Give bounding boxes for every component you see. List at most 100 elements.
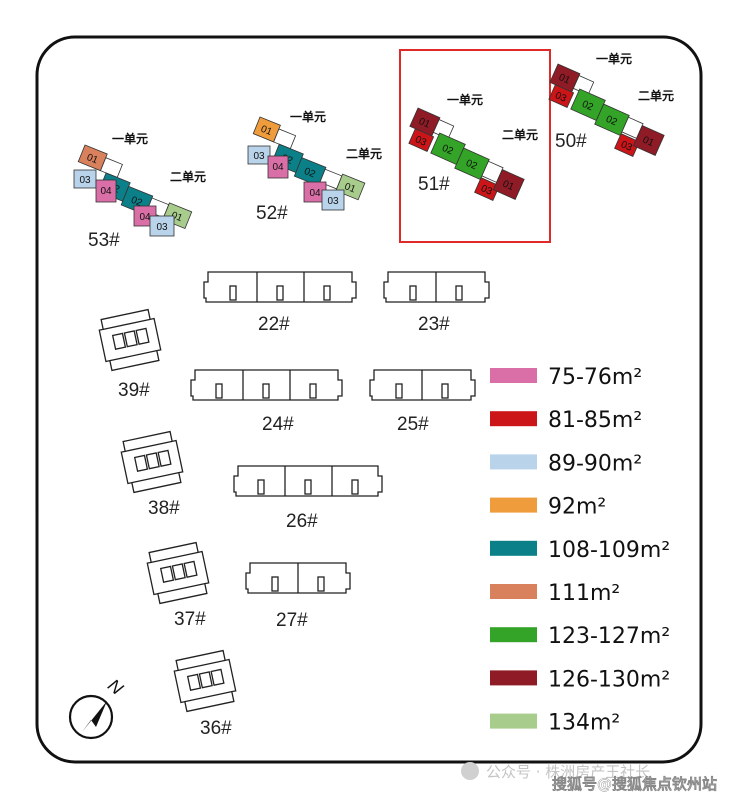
legend-label: 81-85m² [548, 408, 642, 433]
unit-label-50-1: 一单元 [596, 51, 632, 66]
unit-50-1-03 [548, 84, 575, 108]
unit-52-1-03 [247, 145, 271, 165]
unit-label-53-1: 一单元 [112, 131, 148, 146]
unit-label-51-1: 一单元 [447, 92, 483, 107]
legend-swatch [490, 670, 537, 686]
legend-swatch [490, 411, 537, 427]
cell-label: 03 [79, 175, 91, 186]
unit-51-1-03 [408, 128, 435, 152]
cell-label: 03 [156, 222, 168, 233]
unit-50-2-03 [614, 133, 640, 157]
building-label-39: 39# [118, 380, 150, 401]
legend-label: 75-76m² [548, 365, 642, 390]
legend-swatch [490, 540, 537, 556]
unit-53-1-04 [95, 179, 117, 203]
watermark: 公众号 · 株洲房产王社长 搜狐号@搜狐焦点钦州站 [461, 762, 717, 793]
cell-label: 03 [619, 139, 634, 154]
unit-51-2-01 [492, 169, 525, 200]
legend-label: 126-130m² [548, 667, 670, 692]
building-label-27: 27# [276, 610, 308, 631]
unit-label-53-2: 二单元 [170, 169, 206, 184]
unit-53-2-03 [149, 215, 175, 237]
unit-53-1-03 [73, 169, 97, 189]
legend-swatch [490, 584, 537, 599]
unit-52-1-04 [267, 155, 289, 179]
cell-label: 02 [440, 143, 455, 158]
cell-label: 01 [641, 135, 656, 150]
watermark-line1: 公众号 · 株洲房产王社长 [486, 763, 650, 781]
building-label-23: 23# [418, 314, 450, 335]
cell-label: 01 [259, 124, 274, 139]
building-52: 01 02 02 01 03 04 04 03 一单元 二单元 52# [247, 109, 382, 224]
building-label-36: 36# [200, 718, 232, 739]
legend-swatch [490, 713, 537, 729]
legend-swatch [490, 368, 537, 383]
legend-swatch [490, 497, 537, 513]
cell-label: 02 [580, 99, 595, 114]
building-label-37: 37# [174, 609, 206, 630]
area-legend: 75-76m² 81-85m² 89-90m² 92m² 108-109m² 111m² 1… [490, 365, 670, 736]
cell-label: 01 [85, 152, 100, 167]
building-25 [369, 369, 476, 401]
building-label-53: 53# [88, 230, 120, 251]
cell-label: 02 [464, 158, 479, 173]
building-38 [120, 430, 184, 494]
cell-label: 04 [272, 162, 284, 173]
building-36 [173, 649, 237, 713]
unit-label-52-2: 二单元 [346, 146, 382, 161]
cell-label: 03 [413, 134, 428, 149]
building-label-38: 38# [148, 498, 180, 519]
building-51: 01 03 02 02 03 01 一单元 二单元 51# [408, 92, 538, 201]
legend-label: 123-127m² [548, 624, 670, 649]
building-26 [233, 465, 383, 497]
legend-label: 92m² [548, 495, 606, 520]
building-label-26: 26# [286, 511, 318, 532]
building-27 [245, 562, 351, 594]
cell-label: 03 [479, 183, 494, 198]
cell-label: 01 [417, 116, 432, 131]
unit-label-52-1: 一单元 [290, 109, 326, 124]
building-label-22: 22# [258, 314, 290, 335]
building-label-51: 51# [418, 174, 450, 195]
cell-label: 02 [302, 166, 317, 181]
cell-label: 04 [100, 186, 112, 197]
building-label-24: 24# [262, 414, 294, 435]
building-53: 01 02 02 01 03 04 04 03 一单元 二单元 53# [73, 131, 206, 251]
watermark-line2: 搜狐号@搜狐焦点钦州站 [552, 775, 717, 793]
cell-label: 03 [253, 151, 265, 162]
building-label-25: 25# [397, 414, 429, 435]
cell-label: 01 [501, 179, 516, 194]
legend-swatch [490, 627, 537, 643]
cell-label: 01 [557, 72, 572, 87]
legend-label: 108-109m² [548, 538, 670, 563]
building-22 [203, 271, 357, 303]
cell-label: 01 [343, 181, 358, 196]
unit-label-51-2: 二单元 [502, 127, 538, 142]
cell-label: 02 [604, 114, 619, 129]
cell-label: 03 [553, 90, 568, 105]
compass-circle-icon [68, 694, 114, 740]
unit-50-2-01 [632, 125, 665, 156]
highlight-box-51 [399, 49, 551, 243]
legend-label: 89-90m² [548, 451, 642, 476]
legend-swatch [490, 454, 537, 470]
unit-label-50-2: 二单元 [638, 88, 674, 103]
legend-label: 134m² [548, 711, 620, 736]
legend-label: 111m² [548, 581, 620, 606]
building-39 [98, 308, 162, 372]
building-37 [146, 541, 210, 605]
building-24 [190, 369, 343, 401]
building-label-52: 52# [256, 203, 288, 224]
cell-label: 04 [139, 212, 151, 223]
building-label-50: 50# [555, 131, 587, 152]
unit-51-2-03 [474, 177, 500, 201]
cell-label: 04 [309, 188, 321, 199]
site-boundary [35, 35, 703, 764]
building-23 [383, 271, 490, 303]
unit-52-2-03 [321, 189, 345, 211]
wechat-icon [461, 762, 479, 780]
building-50: 01 03 02 02 03 01 一单元 二单元 50# [548, 51, 674, 157]
compass-arrow-icon [82, 701, 107, 732]
cell-label: 03 [327, 196, 339, 207]
